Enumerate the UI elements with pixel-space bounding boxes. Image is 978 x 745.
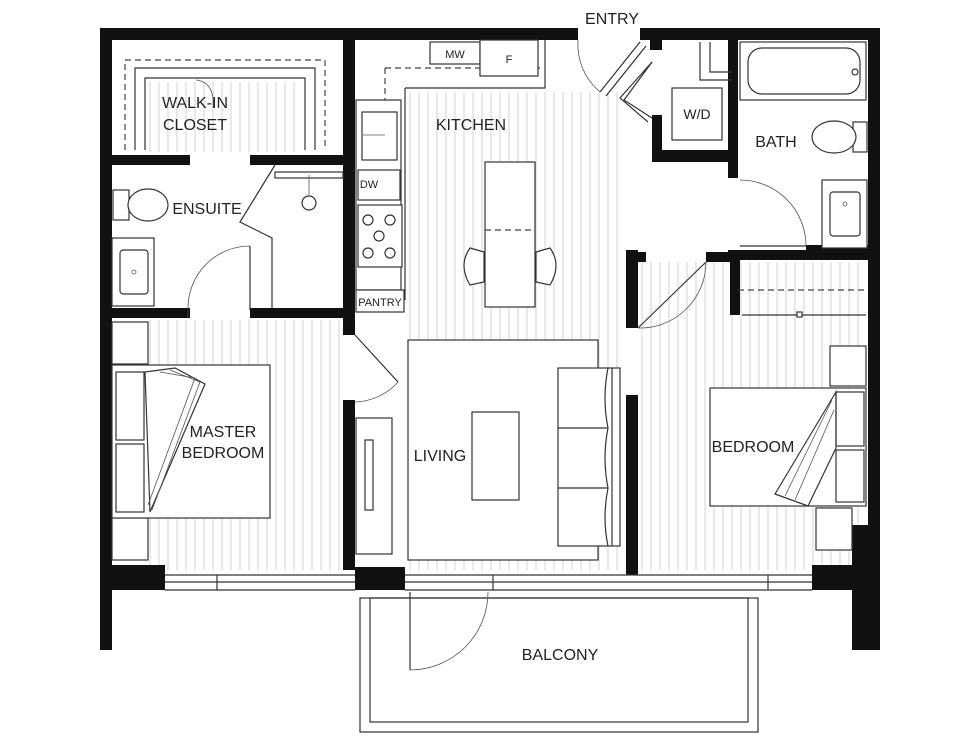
label-kitchen: KITCHEN <box>436 117 506 134</box>
label-living: LIVING <box>414 448 466 465</box>
room-labels: ENTRY WALK-IN CLOSET KITCHEN BATH ENSUIT… <box>162 11 797 664</box>
label-master-1: MASTER <box>190 424 257 441</box>
label-dishwasher: DW <box>360 179 379 191</box>
balcony-railing <box>359 597 759 733</box>
label-balcony: BALCONY <box>522 647 599 664</box>
label-bedroom: BEDROOM <box>712 439 795 456</box>
walls <box>100 28 880 650</box>
label-microwave: MW <box>445 49 465 61</box>
kitchen-fixtures <box>355 39 557 313</box>
label-washer-dryer: W/D <box>683 106 710 122</box>
closet-shelving <box>124 59 326 150</box>
entry-area <box>577 39 732 141</box>
label-pantry: PANTRY <box>358 297 402 309</box>
living-furniture <box>407 339 621 561</box>
bedroom-furniture <box>637 261 867 551</box>
label-master-2: BEDROOM <box>182 445 265 462</box>
label-walk-in-closet-2: CLOSET <box>163 117 227 134</box>
bath-fixtures <box>739 41 868 249</box>
label-fridge: F <box>506 54 513 66</box>
ensuite-fixtures <box>111 164 344 318</box>
label-bath: BATH <box>755 134 796 151</box>
label-ensuite: ENSUITE <box>172 201 241 218</box>
windows <box>165 574 812 591</box>
balcony-door <box>409 591 489 671</box>
label-entry: ENTRY <box>585 11 639 28</box>
master-bedroom-furniture <box>111 321 399 561</box>
label-walk-in-closet-1: WALK-IN <box>162 95 228 112</box>
